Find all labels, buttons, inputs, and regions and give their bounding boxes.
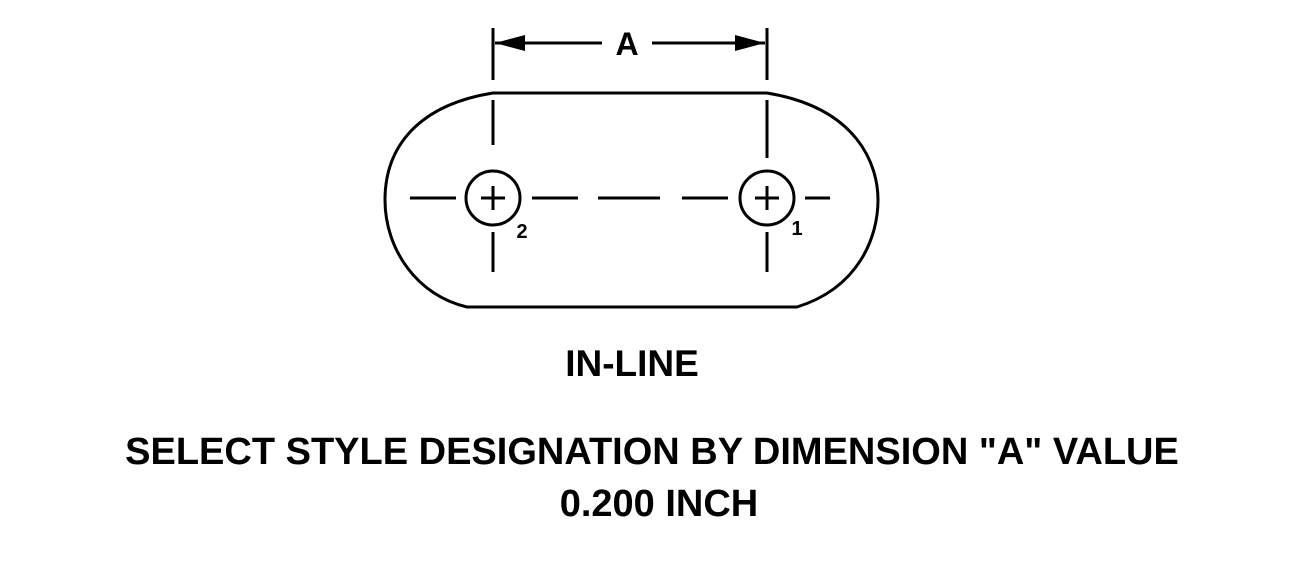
dimension-a-label: A <box>615 26 638 62</box>
hole-2-center-cross <box>481 186 505 210</box>
dimension-value: 0.200 INCH <box>559 483 759 525</box>
style-label: IN-LINE <box>565 343 699 384</box>
hole-1-center-cross <box>755 186 779 210</box>
hole-2-circle <box>464 169 522 227</box>
hole-2-label: 2 <box>516 221 527 243</box>
obround-outline <box>383 91 880 309</box>
dimension-arrow-right <box>735 35 765 51</box>
dimension-arrow-left <box>495 35 525 51</box>
hole-1-label: 1 <box>791 218 802 240</box>
selection-instruction: SELECT STYLE DESIGNATION BY DIMENSION "A… <box>125 431 1179 473</box>
hole-1-circle <box>738 169 796 227</box>
